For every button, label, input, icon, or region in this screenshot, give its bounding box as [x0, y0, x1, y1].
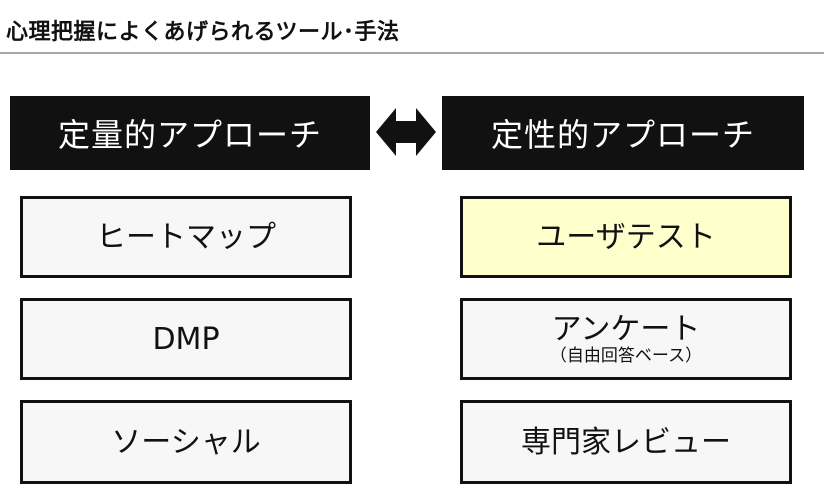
tool-box-expert-review: 専門家レビュー: [460, 400, 792, 484]
tool-label: 専門家レビュー: [521, 424, 731, 460]
tool-note: （自由回答ベース）: [549, 345, 703, 366]
tool-label: DMP: [152, 321, 220, 357]
tool-box-survey: アンケート （自由回答ベース）: [460, 298, 792, 380]
tool-box-heatmap: ヒートマップ: [20, 196, 352, 278]
tool-label: アンケート: [551, 311, 701, 347]
tool-box-social: ソーシャル: [20, 400, 352, 484]
tool-label: ユーザテスト: [536, 219, 716, 255]
tool-label: ソーシャル: [111, 424, 261, 460]
qualitative-approach-label: 定性的アプローチ: [490, 116, 755, 154]
page-title: 心理把握によくあげられるツール･手法: [6, 20, 400, 45]
qualitative-approach-header: 定性的アプローチ: [442, 96, 804, 170]
quantitative-approach-label: 定量的アプローチ: [57, 116, 322, 154]
double-headed-arrow-icon: [376, 108, 436, 156]
tool-label: ヒートマップ: [96, 219, 276, 255]
tool-box-user-test: ユーザテスト: [460, 196, 792, 278]
title-divider: [0, 52, 824, 54]
tool-box-dmp: DMP: [20, 298, 352, 380]
quantitative-approach-header: 定量的アプローチ: [10, 96, 370, 170]
